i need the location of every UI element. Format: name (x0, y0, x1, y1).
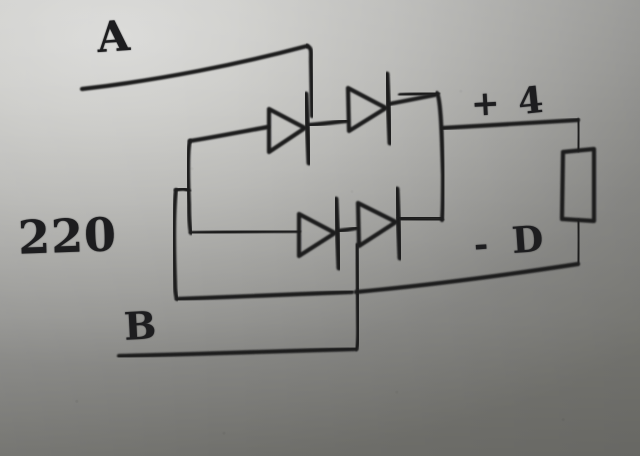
wire-output-positive (440, 117, 581, 131)
label-output-positive: + (469, 83, 501, 125)
wire-bridge-upper-left (185, 124, 271, 236)
wire-bridge-right-rail (397, 90, 446, 223)
wire-terminal-b (116, 242, 361, 359)
diode-d2-top-right (345, 71, 438, 146)
wire-output-negative (353, 261, 581, 295)
diode-d4-bottom-right (355, 186, 444, 261)
diode-d3-bottom-left (296, 196, 360, 271)
label-terminal-a: A (95, 10, 132, 63)
wire-terminal-a (79, 43, 315, 119)
label-output-negative: - (472, 224, 490, 266)
wire-bridge-lower-left-loop (171, 186, 355, 302)
label-supply-voltage: 220 (17, 207, 118, 265)
diode-d1-top-left (266, 91, 350, 166)
load-resistor (559, 117, 597, 266)
label-output-positive-note: 4 (515, 78, 546, 124)
label-terminal-b: B (122, 302, 158, 349)
label-output-negative-note: D (510, 217, 545, 263)
